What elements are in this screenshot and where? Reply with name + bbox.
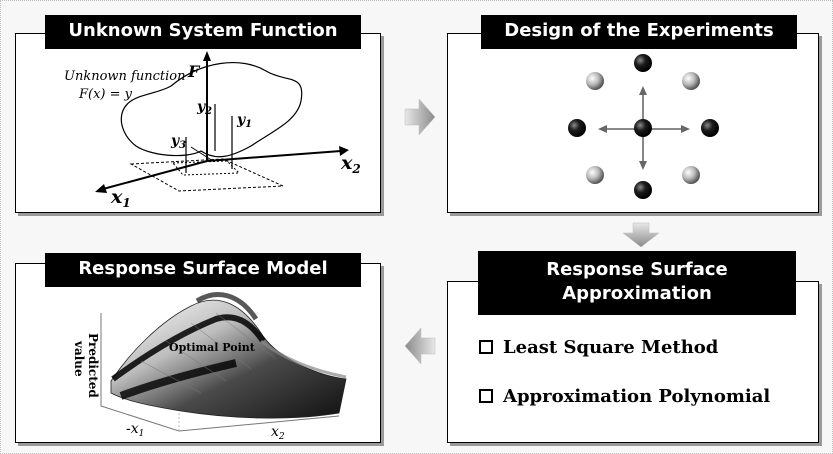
approximation-polynomial-label: Approximation Polynomial — [503, 385, 771, 407]
doe-point-top — [634, 54, 652, 72]
list-item-approximation-polynomial: Approximation Polynomial — [479, 382, 770, 410]
doe-point-left — [568, 119, 586, 137]
y2-label: y2 — [196, 99, 212, 117]
arrow-right-icon — [404, 98, 436, 136]
list-item-least-square: Least Square Method — [479, 333, 770, 361]
checkbox-icon — [479, 340, 493, 354]
checkbox-icon — [479, 389, 493, 403]
design-of-experiments-panel — [447, 33, 819, 213]
y1-label: y1 — [236, 112, 252, 130]
approximation-methods-list: Least Square Method Approximation Polyno… — [479, 333, 770, 431]
doe-point-corner-tr — [682, 72, 700, 90]
surface-axis-x2-label: x2 — [271, 424, 285, 442]
y3-label: y3 — [170, 133, 186, 151]
doe-point-corner-bl — [586, 166, 604, 184]
arrow-down-icon — [622, 222, 660, 248]
axis-x1-line — [102, 160, 208, 190]
doe-point-corner-tl — [586, 72, 604, 90]
optimal-point-label: Optimal Point — [169, 341, 256, 354]
axis-F-label: F — [187, 62, 201, 81]
axis-x2-line — [206, 150, 342, 162]
domain-plane — [129, 158, 284, 192]
response-surface — [110, 299, 347, 419]
unknown-function-label-1: Unknown function — [64, 69, 185, 84]
response-surface-approximation-title-line1: Response Surface — [546, 259, 728, 280]
unknown-function-curve — [120, 61, 303, 158]
arrow-left-icon — [404, 327, 436, 365]
predicted-value-label-2: value — [72, 340, 86, 377]
axis-x1-label: x1 — [110, 186, 131, 210]
response-surface-approximation-title-line2: Approximation — [562, 283, 712, 304]
predicted-value-label-1: Predicted — [86, 333, 100, 398]
response-surface-model-title: Response Surface Model — [45, 253, 361, 287]
doe-point-corner-br — [682, 166, 700, 184]
unknown-function-label-2: F(x) = y — [78, 87, 133, 102]
design-of-experiments-title: Design of the Experiments — [481, 15, 797, 49]
doe-point-bottom — [634, 181, 652, 199]
surface-axis-x1-label: -x1 — [126, 421, 144, 439]
response-surface-approximation-title: Response Surface Approximation — [478, 251, 796, 315]
unknown-system-function-title: Unknown System Function — [45, 15, 361, 49]
least-square-method-label: Least Square Method — [503, 336, 719, 358]
doe-point-right — [701, 119, 719, 137]
doe-point-center — [634, 119, 652, 137]
axis-x2-label: x2 — [340, 152, 361, 176]
unknown-system-function-panel — [15, 33, 381, 213]
